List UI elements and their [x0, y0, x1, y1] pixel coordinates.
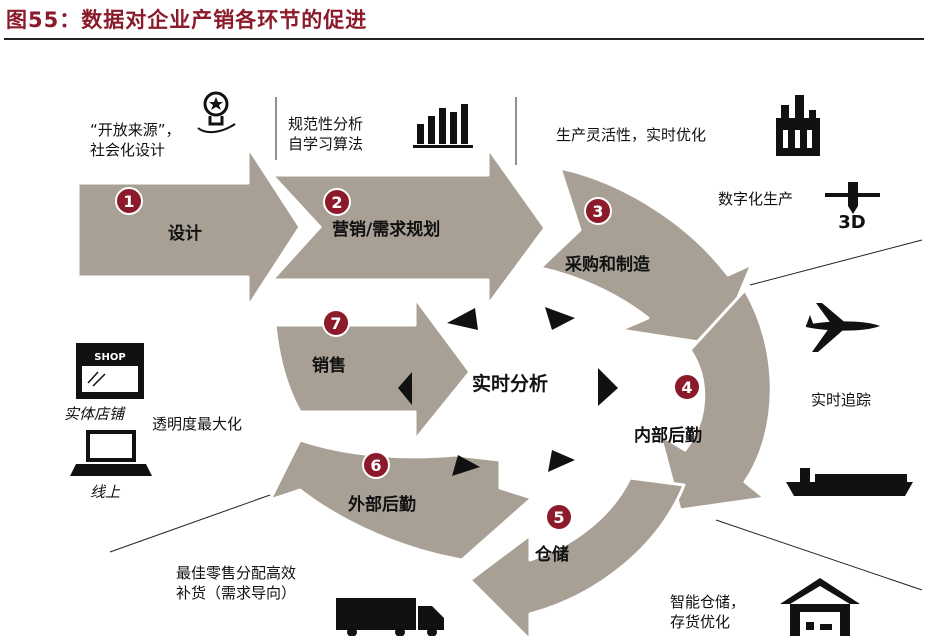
inner-triangle [447, 308, 478, 330]
warehouse-icon [780, 578, 860, 636]
stage-arrow-2 [270, 146, 547, 307]
center-label: 实时分析 [472, 373, 549, 395]
divider-line [109, 494, 271, 553]
annotation-line: 补货（需求导向） [176, 584, 297, 602]
annotation-transparency: 透明度最大化 [152, 415, 243, 433]
stage-label-5: 仓储 [535, 545, 569, 565]
annotation-open-source: “开放来源”， 社会化设计 [90, 120, 181, 160]
stage-number: 7 [330, 314, 341, 333]
stage-number: 6 [370, 456, 381, 475]
stage-arrow-1 [76, 145, 302, 309]
center-triangles [398, 307, 618, 476]
stage-number: 5 [553, 508, 564, 527]
annotation-tracking: 实时追踪 [811, 391, 872, 409]
lightbulb-icon [197, 91, 236, 134]
inner-triangle [548, 450, 575, 472]
stage-number: 3 [592, 202, 603, 221]
stage-badge-2: 2 [323, 188, 351, 216]
stage-arrow-4 [658, 288, 773, 512]
stage-badge-5: 5 [545, 503, 573, 531]
stage-label-1: 设计 [168, 224, 202, 244]
3d-printer-icon [825, 182, 880, 214]
bar-chart-icon [413, 104, 473, 148]
annotation-line: 存货优化 [670, 613, 731, 631]
inner-triangle [452, 455, 480, 476]
annotation-normative: 规范性分析 自学习算法 [288, 114, 363, 154]
title-divider [4, 38, 924, 40]
annotation-line: “开放来源”， [90, 121, 181, 139]
stage-badge-1: 1 [115, 187, 143, 215]
stage-arrow-7 [273, 296, 472, 442]
annotation-smart-warehouse: 智能仓储， 存货优化 [670, 592, 745, 632]
stage-arrows [76, 145, 773, 636]
stage-badge-4: 4 [673, 373, 701, 401]
annotation-store: 实体店铺 [64, 405, 125, 423]
annotation-line: 智能仓储， [670, 593, 746, 611]
inner-triangle [545, 307, 575, 330]
stage-badge-6: 6 [362, 451, 390, 479]
divider-line [749, 239, 923, 286]
divider-lines [109, 97, 923, 591]
page-title: 图55：数据对企业产销各环节的促进 [6, 8, 368, 32]
ship-icon [786, 468, 913, 496]
stage-arrow-5 [468, 476, 686, 636]
stage-label-3: 采购和制造 [565, 255, 650, 275]
airplane-icon [806, 303, 880, 352]
truck-icon [336, 598, 444, 636]
stage-label-6: 外部后勤 [348, 495, 416, 515]
shop-sign-text: SHOP [94, 352, 125, 363]
stage-number: 2 [331, 193, 342, 212]
annotation-replenish: 最佳零售分配高效 补货（需求导向） [176, 563, 296, 603]
annotation-line: 社会化设计 [90, 141, 166, 159]
annotation-line: 自学习算法 [288, 135, 364, 153]
stage-label-7: 销售 [312, 356, 346, 376]
shop-icon: SHOP [76, 343, 144, 399]
annotation-digital-production: 数字化生产 [718, 190, 794, 208]
annotation-line: 最佳零售分配高效 [176, 564, 297, 582]
stage-badge-7: 7 [322, 309, 350, 337]
factory-icon [776, 95, 820, 156]
stage-badges: 1 2 3 4 5 6 7 [115, 187, 701, 531]
stage-badge-3: 3 [584, 197, 612, 225]
divider-line [715, 519, 923, 591]
stage-label-2: 营销/需求规划 [332, 220, 441, 240]
stage-number: 4 [681, 378, 692, 397]
laptop-icon [70, 430, 152, 476]
inner-triangle [398, 372, 412, 405]
inner-triangle [598, 368, 618, 406]
stage-number: 1 [123, 192, 134, 211]
3d-label: 3D [838, 212, 865, 233]
stage-label-4: 内部后勤 [634, 426, 702, 446]
annotation-online: 线上 [90, 483, 121, 501]
annotation-line: 规范性分析 [288, 115, 364, 133]
annotation-production: 生产灵活性，实时优化 [556, 126, 707, 144]
